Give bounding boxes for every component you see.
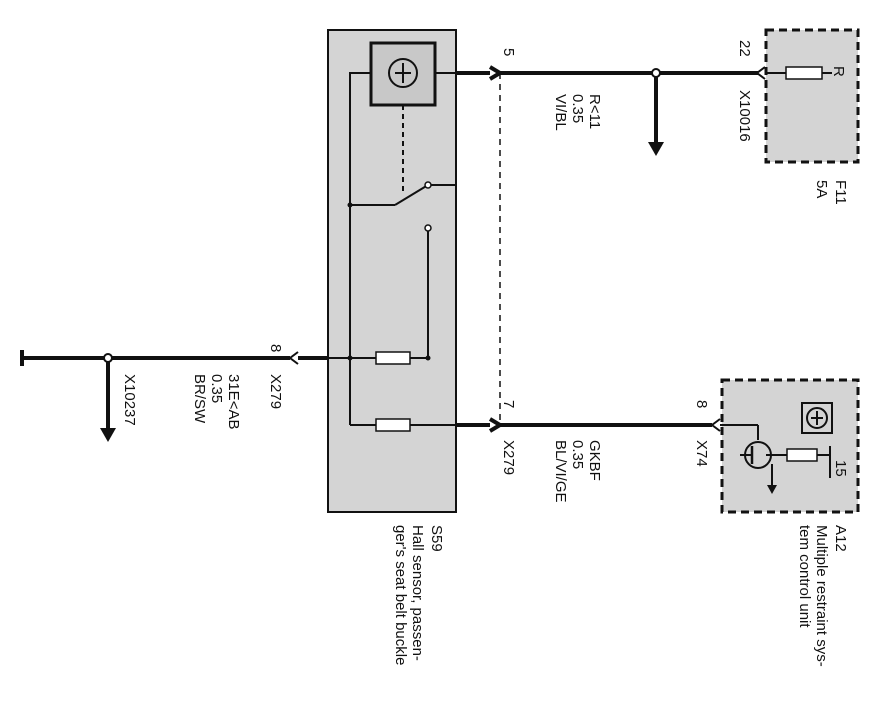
connector-x279-left-icon xyxy=(288,351,299,365)
s59-id: S59 xyxy=(428,525,445,552)
connector-pin5-icon xyxy=(488,65,504,81)
arrow-down-icon xyxy=(648,142,664,156)
s59-desc-line2: ger's seat belt buckle xyxy=(392,525,409,665)
f11-fuse-box xyxy=(764,28,860,164)
left-color: BR/SW xyxy=(191,374,208,424)
a12-control-unit-box xyxy=(720,378,860,514)
f11-pin: R xyxy=(830,66,847,77)
connector-x10016-icon xyxy=(755,66,766,80)
bottom-signal: GKBF xyxy=(586,440,603,481)
f11-id: F11 xyxy=(832,180,849,205)
top-gauge: 0.35 xyxy=(569,94,586,123)
left-ground-ref: X10237 xyxy=(121,374,138,426)
hall-sensor-icon xyxy=(388,58,418,88)
resistor-icon xyxy=(375,418,411,432)
f11-rating: 5A xyxy=(813,180,830,198)
top-connector-right: X10016 xyxy=(736,90,753,142)
bottom-gauge: 0.35 xyxy=(569,440,586,469)
hall-sensor-icon xyxy=(806,407,828,429)
bottom-connector-left: X279 xyxy=(500,440,517,475)
top-color: VI/BL xyxy=(552,94,569,131)
bottom-pin-left: 7 xyxy=(500,400,517,408)
a12-pin: 15 xyxy=(832,460,849,477)
a12-desc-line2: tem control unit xyxy=(796,525,813,628)
top-signal: R<11 xyxy=(586,94,603,129)
a12-desc-line1: Multiple restraint sys- xyxy=(813,525,830,667)
connector-pin7-icon xyxy=(488,417,504,433)
arrow-down-icon xyxy=(767,485,777,494)
s59-desc-line1: Hall sensor, passen- xyxy=(409,525,426,661)
arrow-down-icon xyxy=(100,428,116,442)
resistor-icon xyxy=(375,351,411,365)
left-pin-number: 8 xyxy=(267,344,284,352)
connector-x74-icon xyxy=(710,418,721,432)
top-pin-left: 5 xyxy=(500,48,517,56)
top-pin-right: 22 xyxy=(736,40,753,57)
bottom-color: BL/VI/GE xyxy=(552,440,569,503)
left-gauge: 0.35 xyxy=(208,374,225,403)
left-signal: 31E<AB xyxy=(225,374,242,429)
bottom-connector-right: X74 xyxy=(693,440,710,467)
a12-id: A12 xyxy=(832,525,849,552)
switch-contact-icon xyxy=(394,184,429,206)
bottom-pin-right: 8 xyxy=(693,400,710,408)
resistor-icon xyxy=(786,448,818,462)
left-connector: X279 xyxy=(267,374,284,409)
fuse-icon xyxy=(785,66,823,80)
